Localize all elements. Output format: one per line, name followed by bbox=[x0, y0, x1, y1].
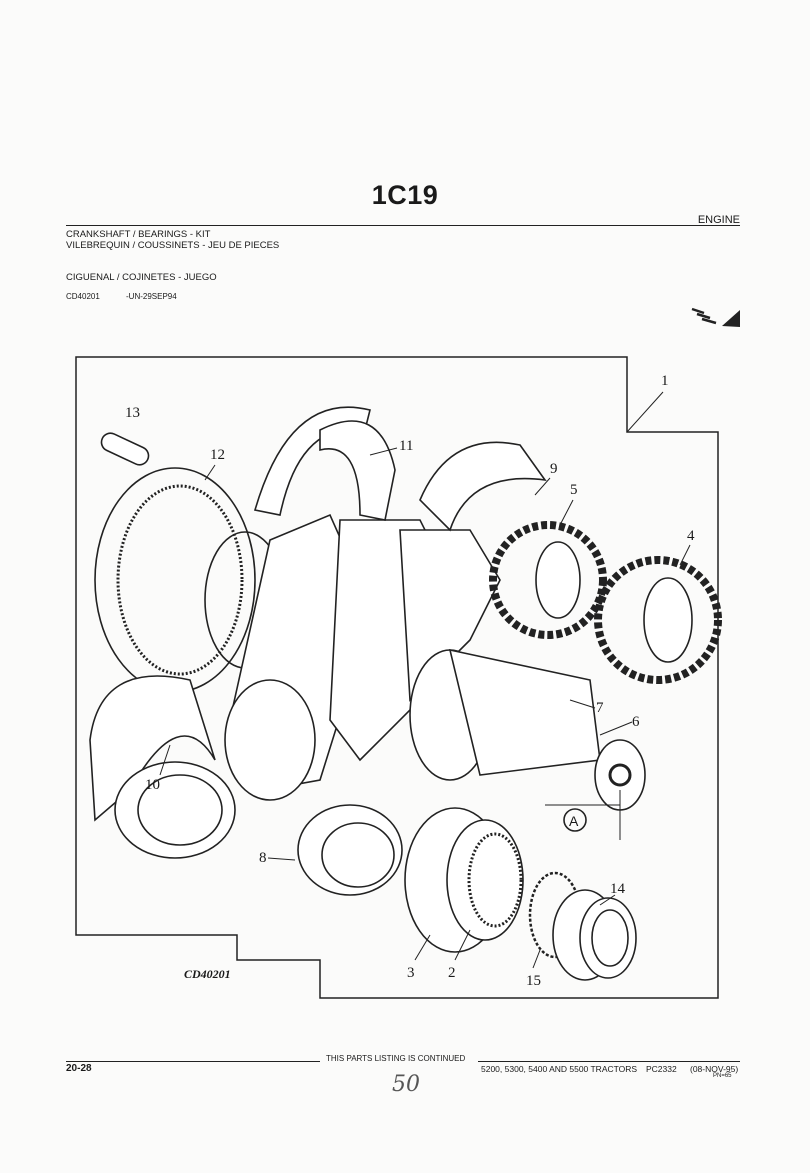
bearing-10 bbox=[89, 675, 236, 859]
callout-1: 1 bbox=[661, 373, 669, 389]
detail-marker-circle bbox=[563, 808, 587, 832]
serial-note: -UN-29SEP94 bbox=[126, 292, 177, 301]
callout-7: 7 bbox=[596, 700, 604, 716]
pin-13 bbox=[100, 432, 150, 466]
callout-12: 12 bbox=[210, 447, 225, 463]
title-english: CRANKSHAFT / BEARINGS - KIT bbox=[66, 229, 211, 240]
page-code: 1C19 bbox=[371, 180, 439, 210]
gear-4 bbox=[594, 556, 722, 684]
diagram-border bbox=[75, 356, 719, 999]
callout-13: 13 bbox=[125, 405, 140, 421]
callout-5: 5 bbox=[570, 482, 578, 498]
callout-15: 15 bbox=[526, 973, 541, 989]
detail-marker-a: A bbox=[569, 813, 579, 829]
pn-number: PN=65 bbox=[713, 1073, 732, 1079]
callout-6: 6 bbox=[632, 714, 640, 730]
bearing-9 bbox=[419, 441, 547, 532]
callout-10: 10 bbox=[145, 777, 160, 793]
models: 5200, 5300, 5400 AND 5500 TRACTORS bbox=[481, 1064, 638, 1074]
leader-lines bbox=[159, 391, 691, 969]
catalog-number: PC2332 bbox=[646, 1064, 677, 1074]
title-spanish: CIGUENAL / COJINETES - JUEGO bbox=[66, 272, 217, 283]
sleeve-14 bbox=[552, 889, 637, 981]
bearing-8 bbox=[297, 804, 403, 896]
handwritten-number: 50 bbox=[392, 1072, 420, 1097]
catalog-date: (08-NOV-95) bbox=[690, 1064, 739, 1074]
footer-rule-right bbox=[478, 1061, 740, 1062]
callout-14: 14 bbox=[610, 881, 626, 897]
callout-3: 3 bbox=[407, 965, 415, 981]
header-rule bbox=[66, 225, 740, 226]
callout-11: 11 bbox=[399, 438, 413, 454]
callout-2: 2 bbox=[448, 965, 456, 981]
bearing-12 bbox=[94, 467, 256, 693]
callout-8: 8 bbox=[259, 850, 267, 866]
section-label: ENGINE bbox=[697, 214, 740, 226]
continued-note: THIS PARTS LISTING IS CONTINUED bbox=[326, 1054, 466, 1063]
seal-2-3 bbox=[404, 807, 524, 953]
direction-arrow-icon bbox=[691, 307, 740, 327]
gear-5 bbox=[489, 521, 607, 639]
page-number: 20-28 bbox=[66, 1063, 92, 1074]
thrust-washers-11 bbox=[253, 406, 396, 521]
footer-rule-left bbox=[66, 1061, 320, 1062]
diagram-label: CD40201 bbox=[184, 967, 231, 981]
crankshaft bbox=[204, 513, 646, 811]
title-french: VILEBREQUIN / COUSSINETS - JEU DE PIECES bbox=[66, 240, 280, 251]
callout-4: 4 bbox=[687, 528, 695, 544]
illustration-ref: CD40201 bbox=[66, 292, 100, 301]
callout-9: 9 bbox=[550, 461, 558, 477]
